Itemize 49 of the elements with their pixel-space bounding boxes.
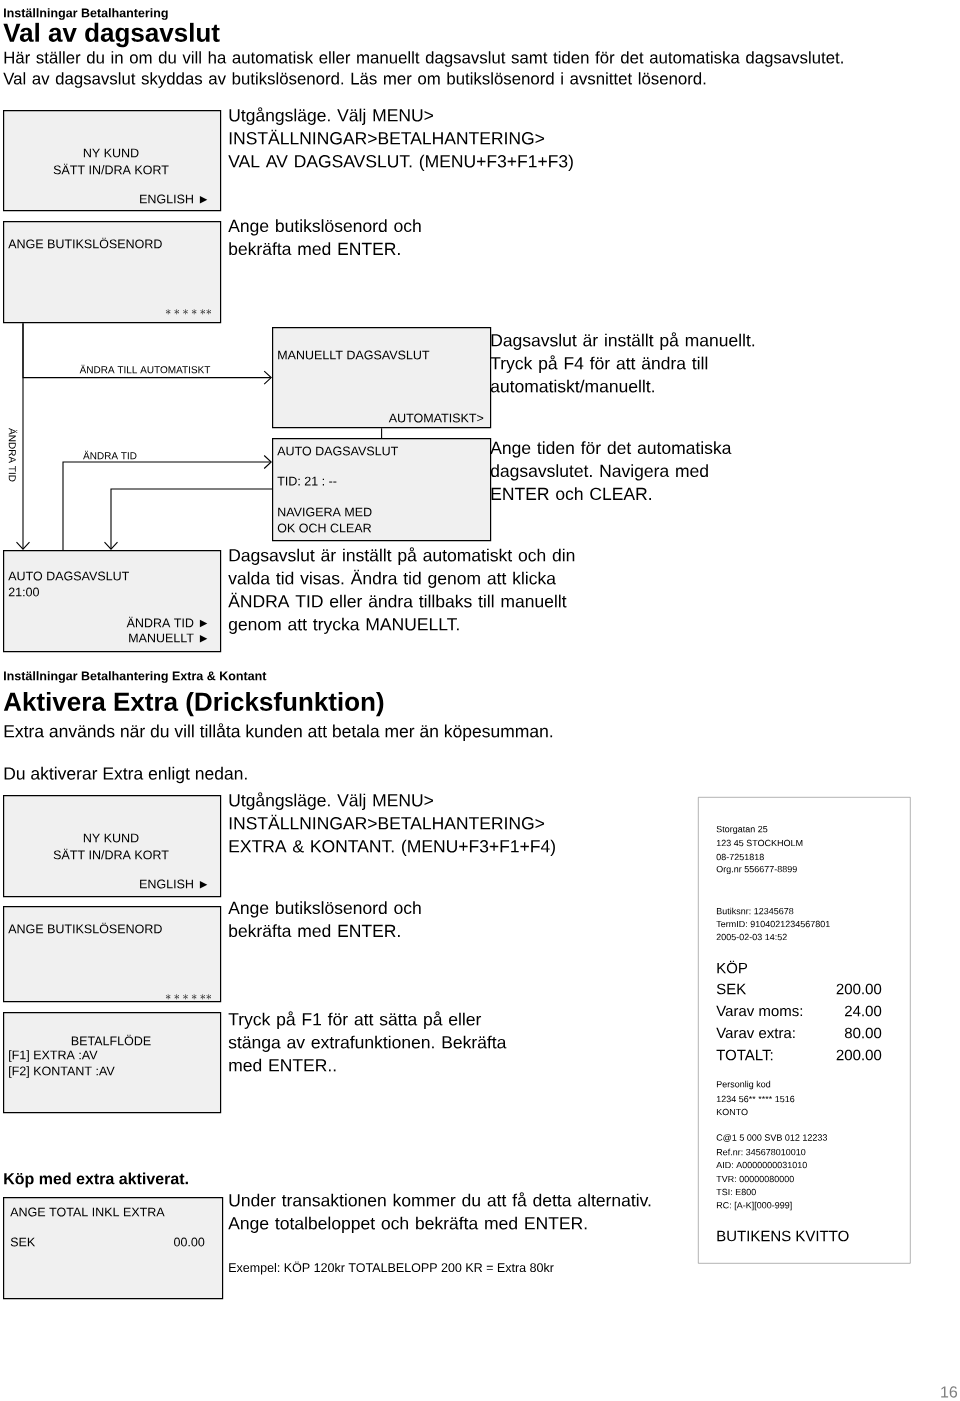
node-label: ANGE BUTIKSLÖSENORD — [8, 922, 162, 934]
screen-box: BETALFLÖDE [F1] EXTRA :AV [F2] KONTANT :AV — [3, 1012, 222, 1114]
screen-box: NY KUND SÄTT IN/DRA KORT ENGLISH ► — [3, 110, 222, 212]
node-label: AUTO DAGSAVSLUT — [277, 446, 399, 456]
instruction-text: Dagsavslut är inställt på manuellt. Tryck på F4 för att ändra till automatiskt/manuellt. — [490, 332, 755, 393]
screen-box: NY KUND SÄTT IN/DRA KORT ENGLISH ► — [3, 795, 222, 898]
node-label: 21:00 — [8, 587, 39, 597]
screen-box: AUTO DAGSAVSLUT TID: 21 : -- NAVIGERA MED OK OCH CLEAR — [272, 438, 492, 542]
node-label: ANGE TOTAL INKL EXTRA — [10, 1207, 165, 1217]
instruction-text: Utgångsläge. Välj MENU> INSTÄLLNINGAR>BETALHANTERING> EXTRA & KONTANT. (MENU+F3+F1+F4) — [229, 792, 555, 856]
arrow — [103, 488, 273, 550]
node-label: TID: 21 : -- — [277, 476, 337, 486]
paragraph: Här ställer du in om du vill ha automatisk eller manuellt dagsavslut samt tiden för det automatiska dagsavslutet. Val av dagsavslut skyddas av butikslösenord. Läs mer om butikslösenord i avsnittet lösenord. — [3, 51, 843, 88]
instruction-text: Tryck på F1 för att sätta på eller stänga av extrafunktionen. Bekräfta med ENTER.. — [228, 1011, 507, 1072]
node-label: MANUELLT DAGSAVSLUT — [278, 350, 430, 360]
instruction-text: Under transaktionen kommer du att få detta alternativ. Ange totalbeloppet och bekräfta med ENTER. — [228, 1192, 651, 1233]
instruction-text: Utgångsläge. Välj MENU> INSTÄLLNINGAR>BETALHANTERING> VAL AV DAGSAVSLUT. (MENU+F3+F1+F3) — [228, 107, 573, 171]
node-label: AUTO DAGSAVSLUT — [8, 571, 130, 581]
node-label: MANUELLT ► — [129, 633, 208, 643]
heading: Aktivera Extra (Dricksfunktion) — [3, 691, 384, 717]
instruction-text: Ange tiden för det automatiska dagsavslutet. Navigera med ENTER och CLEAR. — [490, 441, 732, 501]
page-number: 16 — [941, 1386, 958, 1398]
edge-label: ÄNDRA TID — [82, 449, 138, 461]
instruction-text: Dagsavslut är inställt på automatiskt och din valda tid visas. Ändra tid genom att klicka ÄNDRA TID eller ändra tillbaks till manuellt genom att trycka MANUELLT. — [228, 547, 575, 634]
node-label: NAVIGERA MED — [278, 507, 372, 517]
section-label: Inställningar Betalhantering — [4, 8, 168, 20]
paragraph: Extra används när du vill tillåta kunden att betala mer än köpesumman. — [4, 723, 553, 741]
screen-box: MANUELLT DAGSAVSLUT AUTOMATISKT> — [272, 327, 492, 429]
edge-label: ÄNDRA TID — [7, 427, 19, 483]
node-label: OK OCH CLEAR — [277, 523, 372, 533]
node-label: SEK — [10, 1237, 36, 1247]
node-label: $******$ — [165, 309, 211, 315]
heading: Val av dagsavslut — [3, 22, 220, 48]
node-label: ANGE BUTIKSLÖSENORD — [8, 237, 162, 249]
screen-box: ANGE TOTAL INKL EXTRA SEK 00.00 — [3, 1197, 224, 1300]
screen-box: ANGE BUTIKSLÖSENORD $******$ — [3, 906, 222, 1003]
node-label: $******$ — [165, 994, 211, 1000]
instruction-text: Ange butikslösenord och bekräfta med ENTER. — [228, 901, 421, 938]
arrow — [22, 322, 272, 385]
edge-label: ÄNDRA TILL AUTOMATISKT — [78, 363, 212, 375]
node-label: ÄNDRA TID ► — [126, 616, 208, 628]
section-label: Inställningar Betalhantering Extra & Kontant — [4, 671, 267, 683]
instruction-text: Ange butikslösenord och bekräfta med ENTER. — [228, 219, 421, 256]
arrow — [62, 454, 272, 551]
screen-box: ANGE BUTIKSLÖSENORD $******$ — [3, 221, 222, 324]
screen-box: AUTO DAGSAVSLUT 21:00 ÄNDRA TID ► MANUELLT ► — [3, 550, 222, 653]
node-label: AUTOMATISKT> — [388, 413, 484, 423]
node-label: 00.00 — [174, 1237, 205, 1247]
receipt: Storgatan 25 123 45 STOCKHOLM 08-7251818 Org.nr 556677-8899 Butiksnr: 12345678 TermID: 9104021234567801 2005-02-03 14:52 KÖP SEK 200.00 Varav moms: 24.00 Varav extra: 80.00 TOTALT: 200.00 Personlig kod 1234 56** **** 1516 KONTO C@1 5 000 SVB 012 12233 Ref.nr: 345678010010 AID: A0000000031010 TVR: 00000080000 TSI: E800 RC: [A-K][000-999] BUTIKENS KVITTO — [698, 797, 911, 1264]
